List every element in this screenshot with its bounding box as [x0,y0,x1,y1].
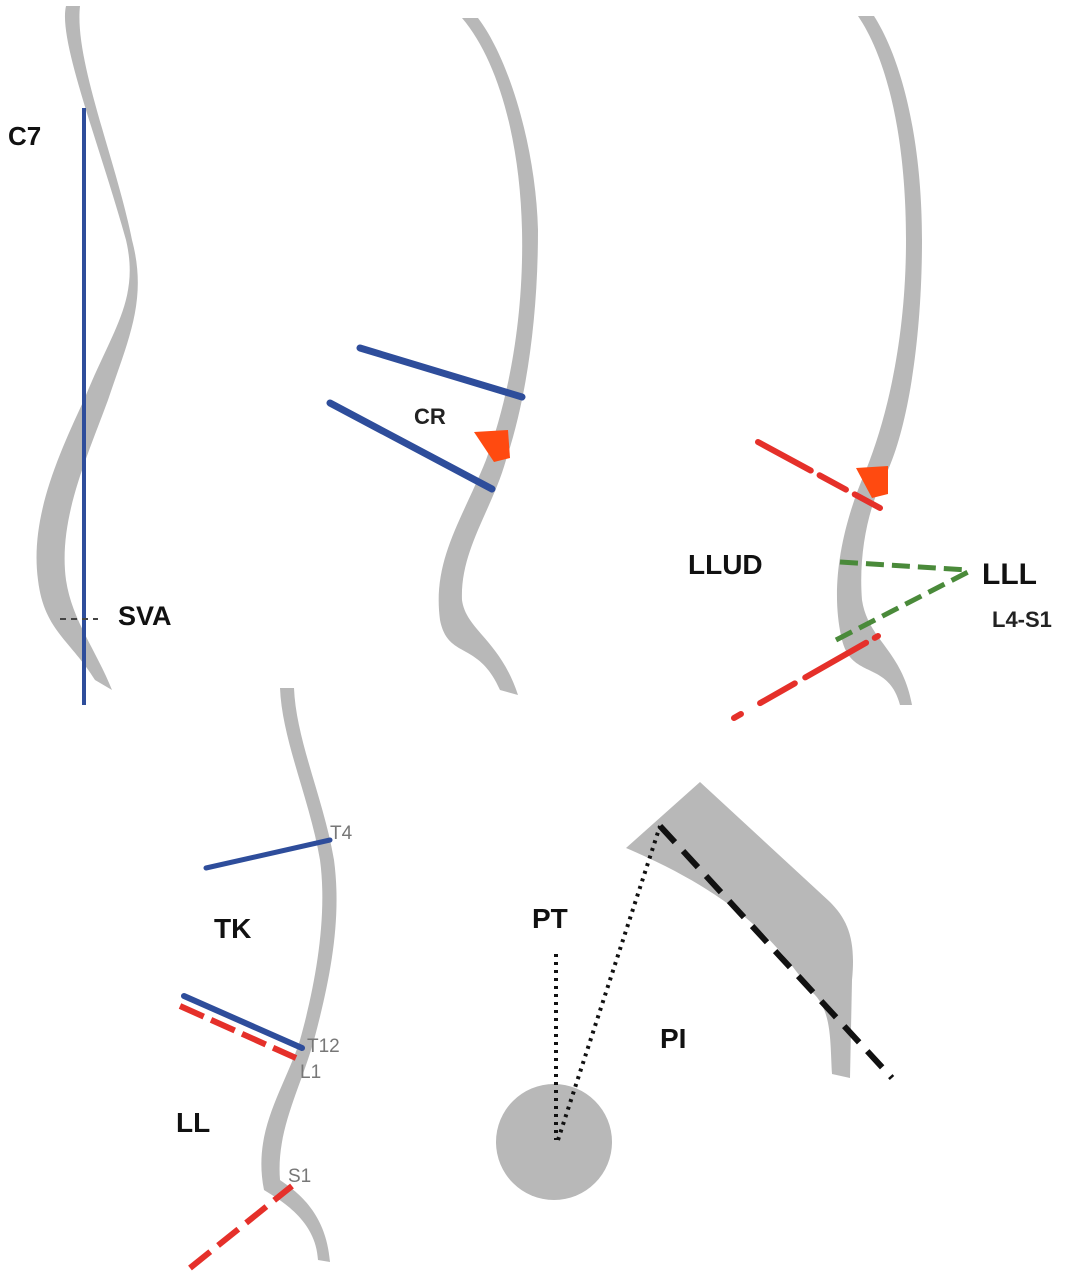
panel-cr: CR [326,18,538,695]
femoral-head [496,1084,612,1200]
pt-label: PT [532,903,568,934]
lll-label: LLL [982,558,1037,591]
panel-sva: C7 SVA [8,6,172,705]
panel-llud: LLUD LLL L4-S1 [688,16,1052,721]
s1-endplate-dashed-line [188,1183,294,1271]
upper-red-dashed-line [755,439,883,511]
pi-dotted-line [556,825,662,1141]
tk-label: TK [214,913,251,944]
sacrum-silhouette [626,782,854,1078]
panel-pelvis: PT PI [496,782,895,1200]
sva-label: SVA [118,601,172,631]
cr-label: CR [414,404,446,429]
spine-silhouette [261,688,337,1262]
s1-label: S1 [288,1166,311,1187]
spine-silhouette [36,6,138,690]
pi-label: PI [660,1023,686,1054]
sacral-slope-dashed-line [657,823,895,1081]
c7-label: C7 [8,121,41,151]
wedge-vertebra [474,430,510,462]
t4-label: T4 [330,823,353,844]
t12-endplate-line [181,993,305,1051]
l4-s1-label: L4-S1 [992,607,1052,632]
lower-red-dashed-line [731,633,881,721]
wedge-vertebra [856,466,888,498]
spine-silhouette [438,18,538,695]
t4-endplate-line [203,837,333,871]
t12-label: T12 [307,1036,340,1057]
green-upper-line [839,559,969,573]
caudal-endplate-line [326,399,496,493]
panel-tk-ll: T4 TK T12 L1 LL S1 [176,688,353,1271]
l1-endplate-dashed-line [178,1003,298,1061]
cranial-endplate-line [356,344,526,401]
ll-label: LL [176,1107,210,1138]
spine-silhouette [836,16,922,705]
l1-label: L1 [300,1062,321,1083]
llud-label: LLUD [688,549,763,580]
